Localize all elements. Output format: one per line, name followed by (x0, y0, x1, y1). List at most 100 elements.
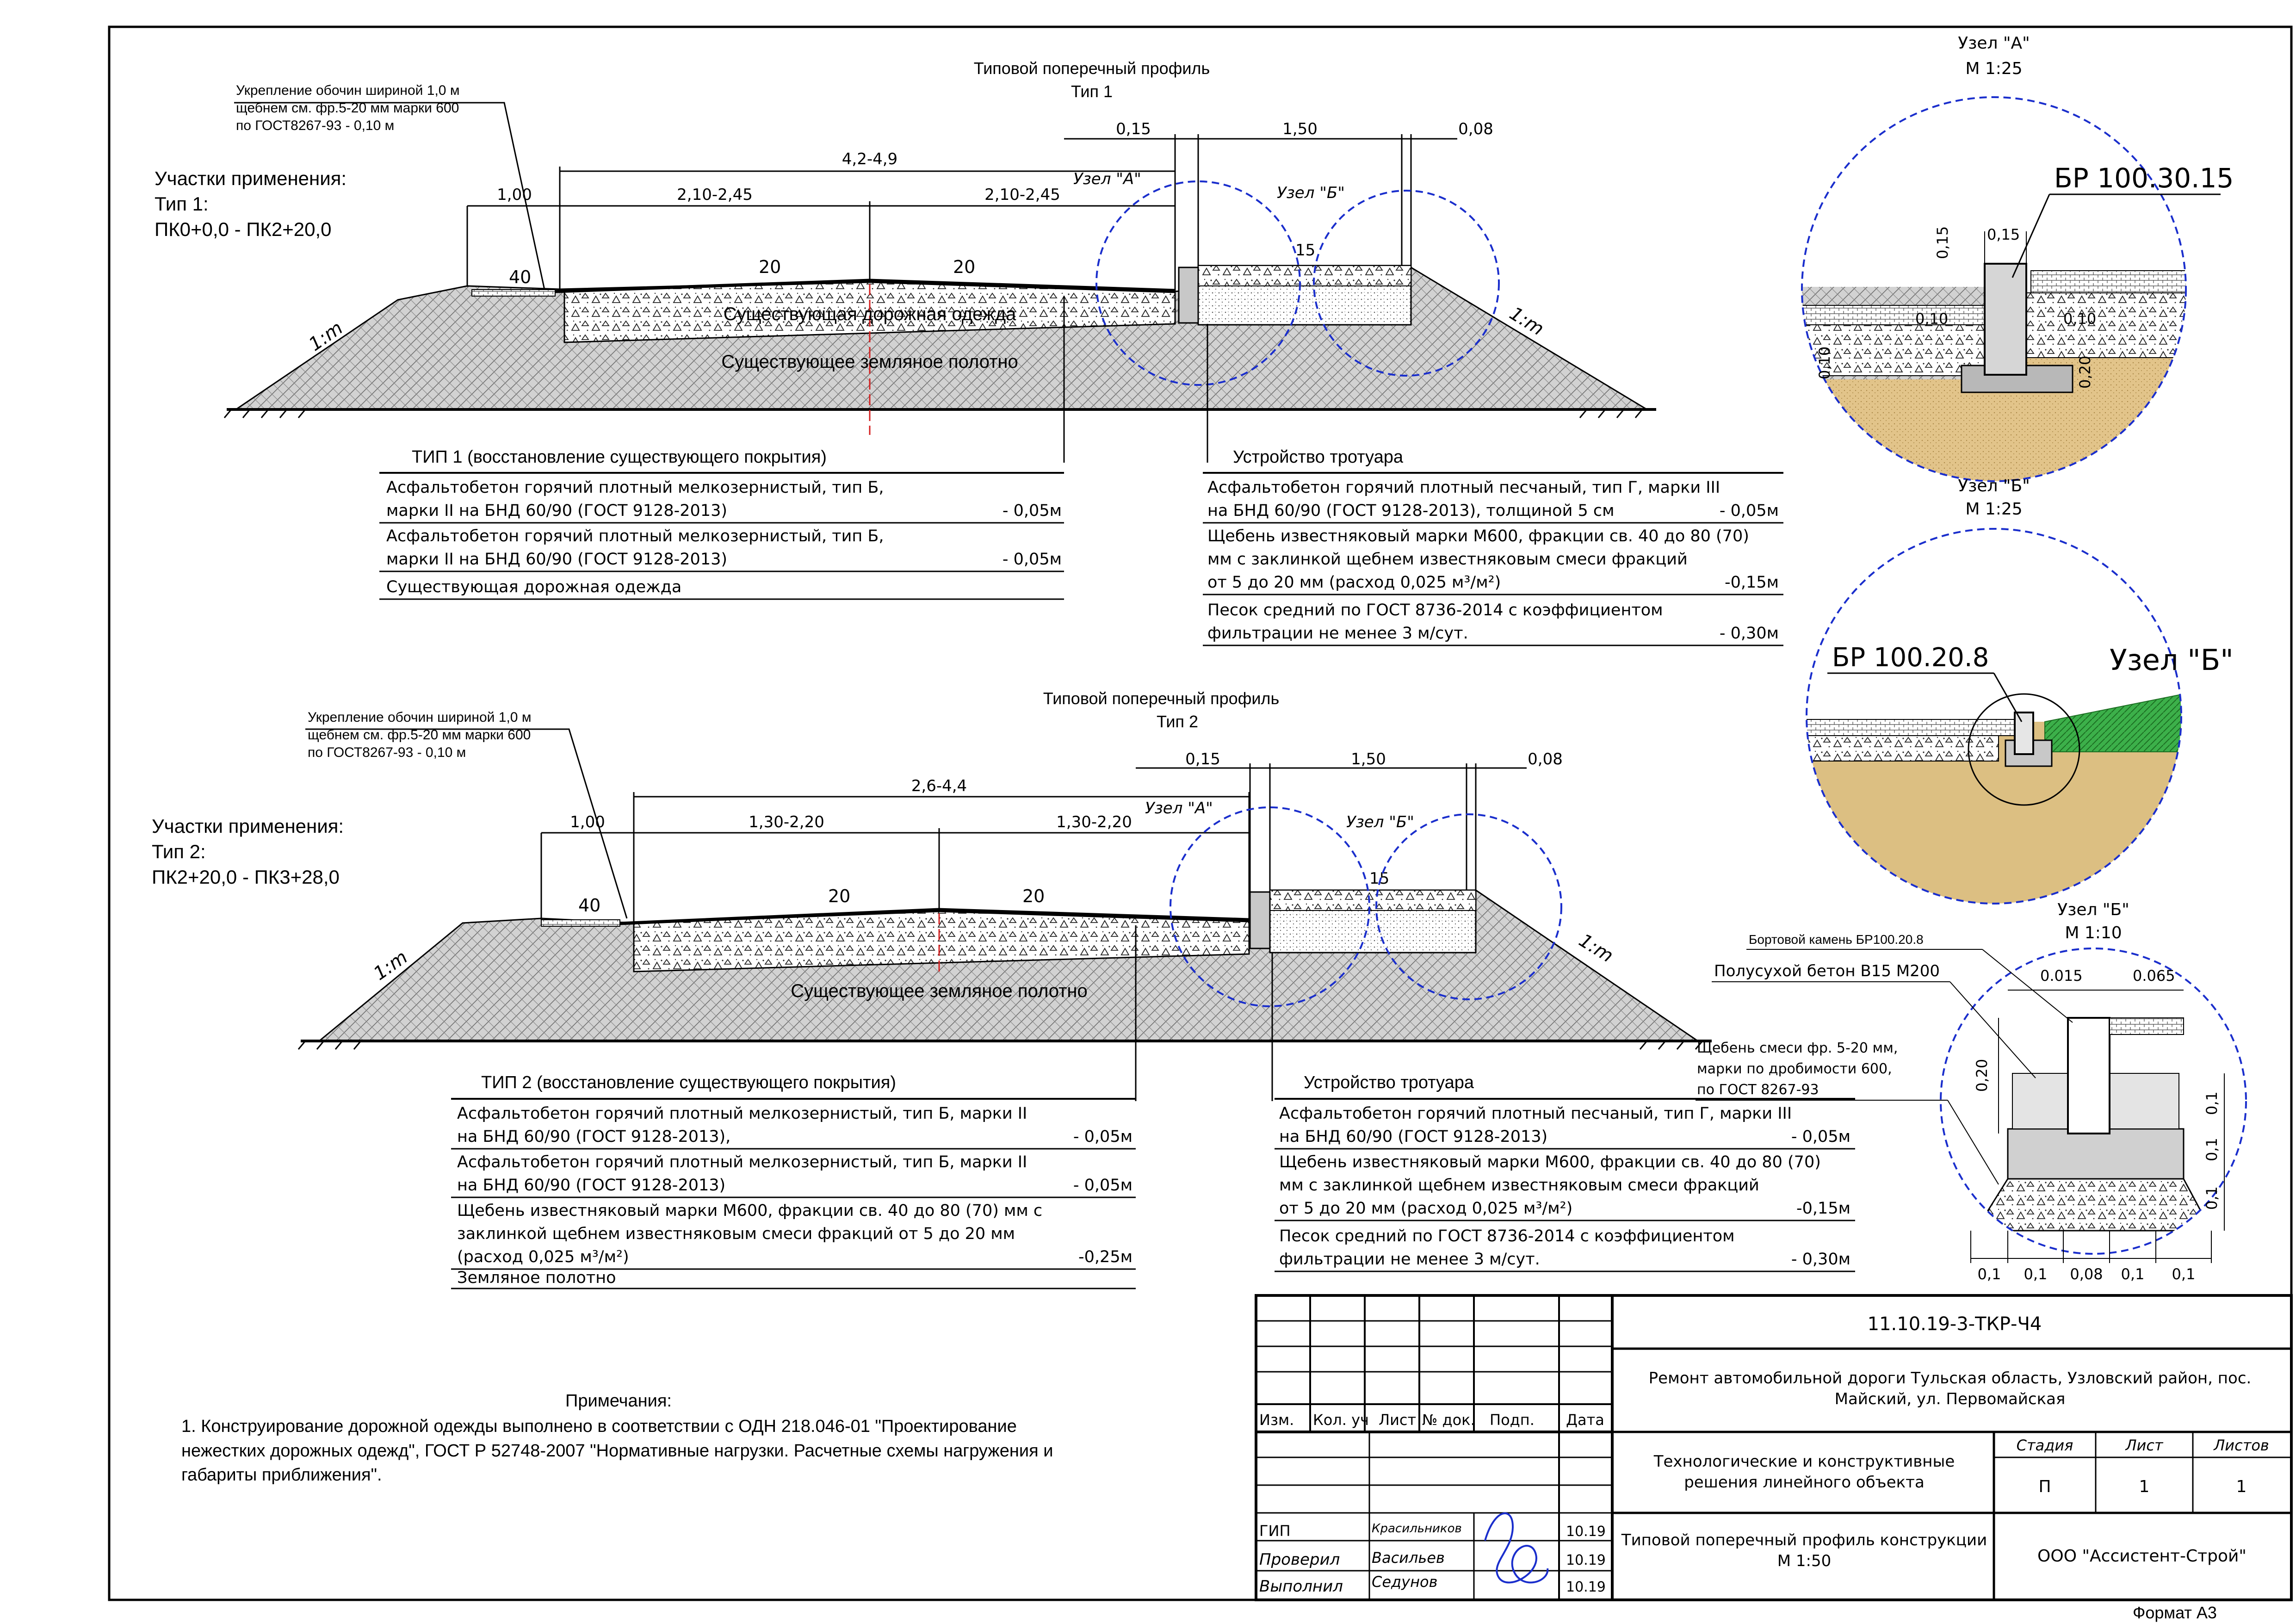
profile-1-pavement-label: Существующая дорожная одежда (724, 304, 1016, 324)
title-block-text: 11.10.19-3-ТКР-Ч4 Ремонт автомобильной д… (1259, 1313, 2269, 1622)
svg-text:- 0,05м: - 0,05м (1073, 1176, 1133, 1195)
svg-text:Бортовой камень БР100.20.8: Бортовой камень БР100.20.8 (1749, 932, 1924, 947)
svg-text:- 0,05м: - 0,05м (1791, 1127, 1850, 1146)
profile-1-dimensions (466, 134, 1457, 291)
svg-text:- 0,05м: - 0,05м (1003, 550, 1062, 569)
svg-text:Ремонт автомобильной дороги Ту: Ремонт автомобильной дороги Тульская обл… (1649, 1369, 2252, 1388)
svg-text:10.19: 10.19 (1566, 1579, 1606, 1595)
profile-1-subgrade-label: Существующее земляное полотно (721, 352, 1018, 372)
svg-text:20: 20 (759, 257, 781, 277)
svg-text:на БНД 60/90 (ГОСТ 9128-2013),: на БНД 60/90 (ГОСТ 9128-2013), толщиной … (1207, 502, 1615, 520)
svg-text:Асфальтобетон горячий плотный: Асфальтобетон горячий плотный песчаный, … (1279, 1104, 1792, 1123)
svg-text:Примечания:: Примечания: (565, 1391, 672, 1411)
svg-text:БР 100.30.15: БР 100.30.15 (2054, 162, 2234, 194)
svg-text:1: 1 (2236, 1477, 2247, 1496)
profile-2-type: Тип 2 (1157, 712, 1198, 731)
svg-text:0,1: 0,1 (2203, 1091, 2221, 1115)
svg-text:Майский, ул. Первомайская: Майский, ул. Первомайская (1835, 1390, 2066, 1408)
svg-text:Седунов: Седунов (1372, 1573, 1437, 1591)
svg-text:Устройство тротуара: Устройство тротуара (1233, 447, 1404, 467)
svg-text:Укрепление обочин шириной 1,0: Укрепление обочин шириной 1,0 м (308, 710, 531, 725)
profile-1-curb (1178, 266, 1199, 324)
svg-text:Стадия: Стадия (2017, 1437, 2073, 1454)
svg-text:по ГОСТ8267-93 - 0,10 м: по ГОСТ8267-93 - 0,10 м (236, 118, 394, 133)
svg-text:1,00: 1,00 (497, 186, 532, 204)
svg-text:15: 15 (1369, 869, 1389, 888)
svg-text:2,10-2,45: 2,10-2,45 (677, 186, 753, 204)
svg-text:Узел "А": Узел "А" (1145, 799, 1213, 818)
svg-text:Васильев: Васильев (1372, 1549, 1445, 1567)
svg-text:на БНД 60/90 (ГОСТ 9128-2013): на БНД 60/90 (ГОСТ 9128-2013) (457, 1176, 725, 1195)
svg-text:40: 40 (509, 267, 531, 287)
svg-text:Щебень известняковый марки М60: Щебень известняковый марки М600, фракции… (457, 1202, 1042, 1220)
svg-text:Тип 1:: Тип 1: (155, 193, 209, 215)
svg-text:Тип 2:: Тип 2: (152, 841, 206, 862)
svg-text:0.065: 0.065 (2133, 967, 2175, 985)
profile-1-application: Участки применения: Тип 1: ПК0+0,0 - ПК2… (155, 167, 347, 240)
svg-text:20: 20 (828, 886, 850, 906)
svg-text:решения линейного объекта: решения линейного объекта (1684, 1473, 1925, 1492)
svg-text:П: П (2038, 1477, 2051, 1496)
svg-text:ПК2+20,0 - ПК3+28,0: ПК2+20,0 - ПК3+28,0 (152, 866, 340, 888)
svg-text:№ док.: № док. (1422, 1411, 1475, 1429)
svg-text:0,15: 0,15 (1987, 226, 2020, 243)
svg-text:Щебень известняковый марки М60: Щебень известняковый марки М600, фракции… (1279, 1153, 1821, 1171)
svg-text:0,15: 0,15 (1116, 120, 1151, 138)
svg-text:заклинкой щебнем известняковым: заклинкой щебнем известняковым смеси фра… (457, 1225, 1015, 1243)
svg-text:0,10: 0,10 (1816, 347, 1833, 379)
svg-text:Узел "Б": Узел "Б" (2110, 643, 2234, 677)
svg-text:Узел "Б": Узел "Б" (1277, 184, 1345, 202)
svg-text:Полусухой бетон В15 М200: Полусухой бетон В15 М200 (1714, 962, 1940, 980)
svg-text:мм с заклинкой щебнем известня: мм с заклинкой щебнем известняковым смес… (1279, 1176, 1759, 1195)
svg-text:(расход 0,025 м³/м²): (расход 0,025 м³/м²) (457, 1248, 629, 1266)
svg-text:Изм.: Изм. (1259, 1411, 1294, 1429)
profile-1-title: Типовой поперечный профиль (974, 59, 1210, 78)
profile-2-title: Типовой поперечный профиль (1043, 689, 1279, 708)
svg-text:Узел "Б": Узел "Б" (2057, 900, 2129, 919)
svg-text:ПК0+0,0 - ПК2+20,0: ПК0+0,0 - ПК2+20,0 (155, 218, 332, 240)
svg-text:на БНД 60/90 (ГОСТ 9128-2013): на БНД 60/90 (ГОСТ 9128-2013) (1279, 1127, 1547, 1146)
svg-text:Земляное полотно: Земляное полотно (457, 1269, 616, 1287)
profile-1-table-left: ТИП 1 (восстановление существующего покр… (379, 447, 1064, 600)
svg-text:фильтрации не менее 3 м/сут.: фильтрации не менее 3 м/сут. (1207, 624, 1468, 643)
svg-text:Песок средний по ГОСТ 8736-201: Песок средний по ГОСТ 8736-2014 с коэффи… (1279, 1227, 1735, 1245)
svg-text:20: 20 (1022, 886, 1045, 906)
profile-2-table-right: Устройство тротуара Асфальтобетон горячи… (1275, 1073, 1855, 1272)
svg-text:нежестких дорожных одежд", ГОС: нежестких дорожных одежд", ГОСТ Р 52748-… (181, 1441, 1053, 1461)
svg-text:Существующая дорожная одежда: Существующая дорожная одежда (386, 578, 681, 596)
svg-text:БР 100.20.8: БР 100.20.8 (1832, 643, 1989, 673)
profile-2-node-b-circle (1375, 813, 1562, 1000)
svg-text:фильтрации не менее 3 м/сут.: фильтрации не менее 3 м/сут. (1279, 1250, 1540, 1269)
svg-text:Подп.: Подп. (1490, 1411, 1535, 1429)
profile-1-type: Тип 1 (1071, 82, 1113, 101)
detail-b2: Узел "Б" М 1:10 Бортовой камень БР100.20… (1696, 900, 2247, 1283)
svg-text:Узел "Б": Узел "Б" (1346, 813, 1414, 831)
svg-text:М 1:10: М 1:10 (2065, 923, 2122, 942)
svg-text:0.015: 0.015 (2040, 967, 2083, 985)
sheet-format: Формат А3 (2133, 1603, 2217, 1622)
svg-text:Асфальтобетон горячий плотный: Асфальтобетон горячий плотный мелкозерни… (386, 478, 884, 497)
svg-text:Типовой поперечный профиль кон: Типовой поперечный профиль конструкции (1621, 1531, 1987, 1549)
svg-text:марки II на БНД 60/90 (ГОСТ 91: марки II на БНД 60/90 (ГОСТ 9128-2013) (386, 502, 727, 520)
svg-text:2,10-2,45: 2,10-2,45 (984, 186, 1060, 204)
svg-text:ТИП 1 (восстановление существу: ТИП 1 (восстановление существующего покр… (412, 447, 827, 467)
svg-text:от 5 до 20 мм (расход 0,025 м³: от 5 до 20 мм (расход 0,025 м³/м²) (1279, 1199, 1572, 1218)
svg-text:0,08: 0,08 (1458, 120, 1493, 138)
svg-text:ГИП: ГИП (1259, 1522, 1291, 1540)
svg-text:Лист: Лист (1379, 1411, 1416, 1429)
profile-2-shoulder-note: Укрепление обочин шириной 1,0 м щебнем с… (305, 710, 628, 919)
detail-b: Узел "Б" М 1:25 БР 100.20.8 Узел "Б" (1806, 477, 2234, 904)
profile-1-node-b-circle (1313, 190, 1500, 377)
svg-text:10.19: 10.19 (1566, 1552, 1606, 1568)
svg-text:- 0,30м: - 0,30м (1791, 1250, 1850, 1269)
svg-text:Дата: Дата (1566, 1411, 1604, 1429)
profile-1-shoulder-note: Укрепление обочин шириной 1,0 м щебнем с… (234, 83, 547, 297)
profile-2-node-a-circle (1170, 806, 1370, 1007)
svg-text:Выполнил: Выполнил (1259, 1577, 1343, 1596)
svg-text:- 0,05м: - 0,05м (1073, 1127, 1133, 1146)
svg-text:Участки применения:: Участки применения: (155, 167, 347, 189)
svg-text:от 5 до 20 мм (расход 0,025 м³: от 5 до 20 мм (расход 0,025 м³/м²) (1207, 573, 1501, 592)
svg-text:марки по дробимости 600,: марки по дробимости 600, (1697, 1061, 1892, 1077)
svg-text:0,20: 0,20 (1973, 1059, 1991, 1092)
